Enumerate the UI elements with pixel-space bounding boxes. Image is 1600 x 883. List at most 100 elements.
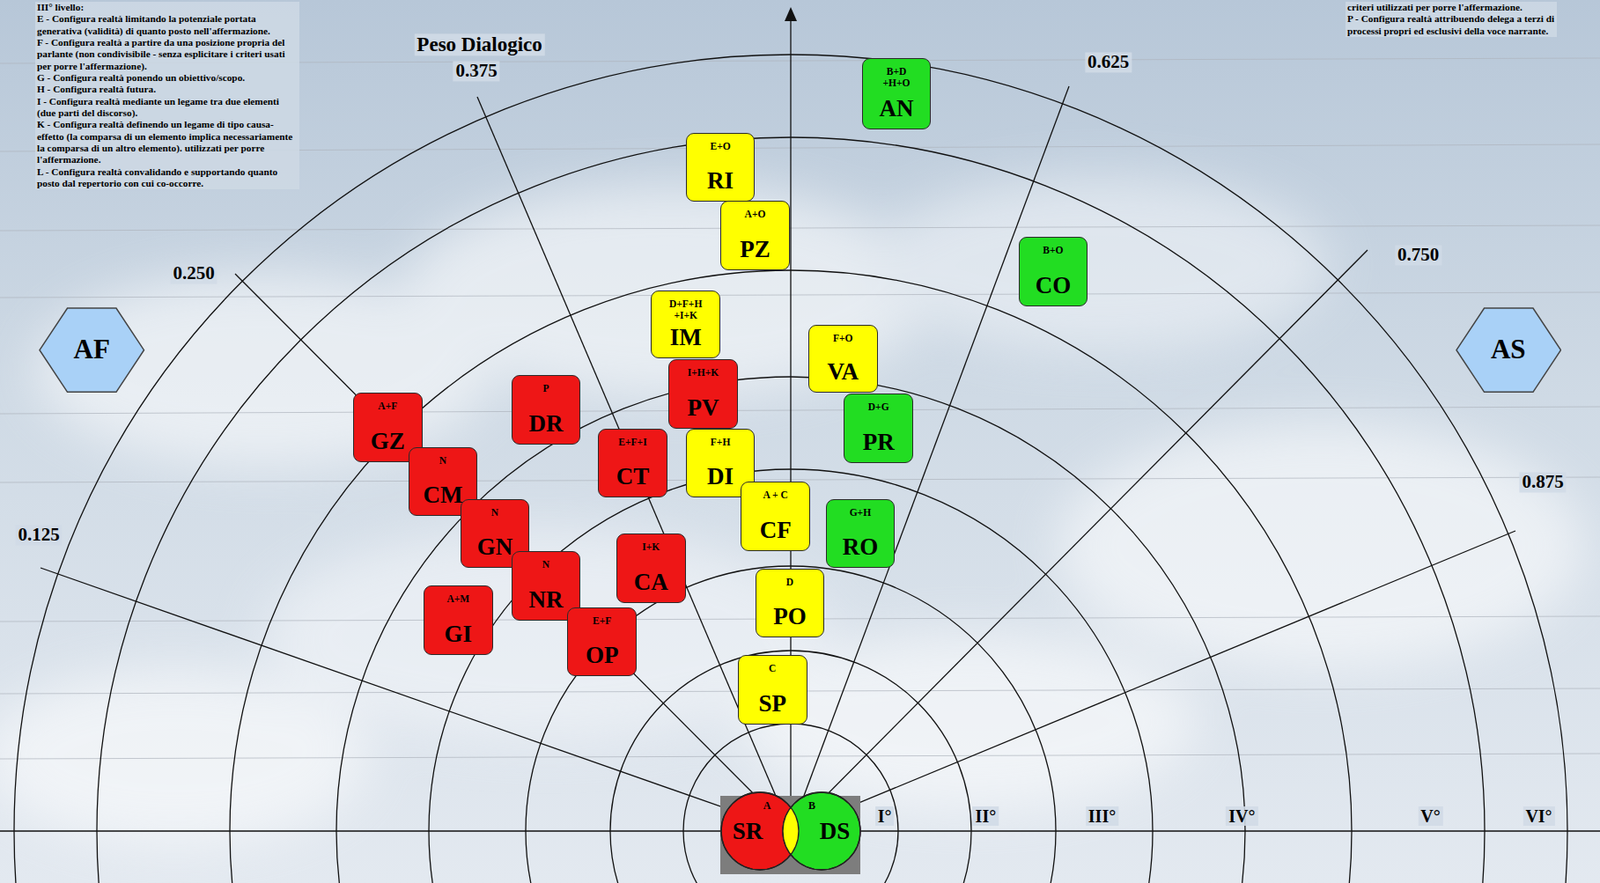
- code-name: GZ: [370, 429, 406, 454]
- code-box: E+F+I CT: [597, 428, 668, 499]
- pole-name: AF: [73, 333, 111, 366]
- circle-name: SR: [732, 819, 764, 844]
- code-letters: D+G: [868, 401, 890, 413]
- code-letters: I+K: [641, 541, 660, 553]
- code-letters: A+M: [446, 593, 470, 605]
- scale-value: 0.375: [453, 61, 501, 82]
- code-name: VA: [826, 360, 859, 384]
- code-letters: N: [491, 507, 499, 519]
- level-number: II°: [973, 806, 1000, 826]
- code-box: I+H+K PV: [668, 359, 738, 429]
- circle-letter: A: [763, 800, 772, 812]
- pole-hexagon: AF: [38, 307, 146, 393]
- code-letters: A+F: [377, 400, 398, 413]
- code-box: D+F+H +I+KIM: [650, 290, 721, 359]
- code-name: RO: [842, 535, 879, 560]
- center-circle: BDS: [782, 792, 861, 871]
- code-box: A + C CF: [740, 481, 811, 552]
- legend-note: G - Configura realtà ponendo un obiettiv…: [35, 72, 300, 84]
- level-number: V°: [1417, 806, 1443, 826]
- code-name: CT: [616, 464, 650, 489]
- code-letters: I+H+K: [687, 367, 719, 379]
- code-letters: B+D +H+O: [873, 66, 920, 89]
- code-name: AN: [878, 96, 914, 121]
- code-name: SP: [758, 692, 787, 716]
- code-letters: N: [439, 455, 447, 467]
- code-box: E+F OP: [567, 607, 637, 678]
- level-legend: criteri utilizzati per porre l'affermazi…: [1345, 1, 1557, 37]
- code-letters: N: [542, 559, 550, 571]
- radial-axes: [0, 19, 1600, 832]
- code-name: NR: [528, 588, 563, 612]
- circle-name: DS: [819, 819, 851, 844]
- code-box: B+D +H+O AN: [862, 58, 931, 130]
- code-name: RI: [707, 169, 734, 193]
- code-letters: A + C: [763, 489, 789, 502]
- clouds: [0, 176, 1586, 846]
- hexagon-outline: [1456, 308, 1562, 392]
- code-letters: A+O: [744, 208, 767, 221]
- code-letters: F+H: [710, 436, 731, 449]
- code-box: I+K CA: [616, 533, 686, 604]
- code-letters: P: [542, 383, 549, 395]
- code-box: F+O VA: [808, 324, 878, 394]
- axis-title: Peso Dialogico: [413, 33, 545, 56]
- code-letters: F+O: [833, 332, 854, 345]
- scale-value: 0.875: [1518, 472, 1566, 494]
- legend-note: H - Configura realtà futura.: [35, 83, 300, 96]
- scale-value: 0.250: [170, 263, 218, 284]
- code-name: CF: [759, 518, 792, 543]
- pole-hexagon: AS: [1455, 307, 1563, 393]
- code-box: D PO: [755, 568, 826, 639]
- code-name: PV: [686, 396, 719, 421]
- legend-note: F - Configura realtà a partire da una po…: [35, 36, 300, 73]
- level-number: IV°: [1225, 806, 1258, 826]
- code-box: G+H RO: [825, 499, 896, 569]
- hexagon-outline: [39, 308, 145, 392]
- code-letters: E+F: [592, 615, 612, 627]
- code-box: E+O RI: [685, 132, 756, 203]
- level-number: III°: [1085, 806, 1119, 826]
- code-name: PO: [773, 604, 807, 629]
- overlap-lens: [782, 792, 861, 871]
- level-number: VI°: [1522, 806, 1555, 826]
- code-letters: B+O: [1042, 244, 1063, 257]
- scale-value: 0.625: [1084, 51, 1132, 73]
- code-letters: D: [786, 576, 794, 589]
- ds-circle: [782, 792, 861, 871]
- code-name: CO: [1035, 273, 1072, 298]
- legend-note: L - Configura realtà convalidando e supp…: [35, 166, 300, 191]
- code-letters: E+O: [710, 140, 731, 153]
- code-box: C SP: [737, 655, 808, 725]
- code-box: A+M GI: [423, 585, 494, 656]
- axis-arrowhead: [784, 7, 797, 22]
- code-name: CM: [422, 483, 463, 508]
- code-name: GI: [444, 622, 473, 647]
- legend-note: P - Configura realtà attribuendo delega …: [1345, 13, 1557, 37]
- sr-outline: [721, 792, 799, 871]
- legend-note: E - Configura realtà limitando la potenz…: [35, 13, 300, 37]
- code-name: DR: [528, 412, 563, 436]
- pole-name: AS: [1490, 333, 1527, 366]
- ds-outline: [782, 792, 861, 871]
- level-legend: III° livello:E - Configura realtà limita…: [35, 1, 300, 190]
- circle-letter: B: [808, 800, 816, 812]
- code-name: IM: [670, 325, 702, 350]
- legend-note: criteri utilizzati per porre l'affermazi…: [1345, 1, 1557, 14]
- legend-note: I - Configura realtà mediante un legame …: [35, 95, 300, 120]
- code-name: GN: [477, 535, 514, 560]
- code-box: B+O CO: [1018, 236, 1089, 307]
- code-box: A+O PZ: [720, 200, 790, 271]
- code-name: CA: [634, 570, 669, 595]
- code-name: PZ: [739, 237, 771, 262]
- code-box: D+G PR: [843, 393, 914, 464]
- level-number: I°: [875, 806, 895, 826]
- code-letters: C: [768, 663, 776, 675]
- code-letters: E+F+I: [618, 436, 647, 449]
- code-letters: G+H: [849, 507, 871, 519]
- scale-value: 0.750: [1394, 244, 1442, 266]
- legend-note: III° livello:: [35, 1, 300, 14]
- code-name: OP: [585, 643, 620, 668]
- code-name: PR: [862, 430, 895, 455]
